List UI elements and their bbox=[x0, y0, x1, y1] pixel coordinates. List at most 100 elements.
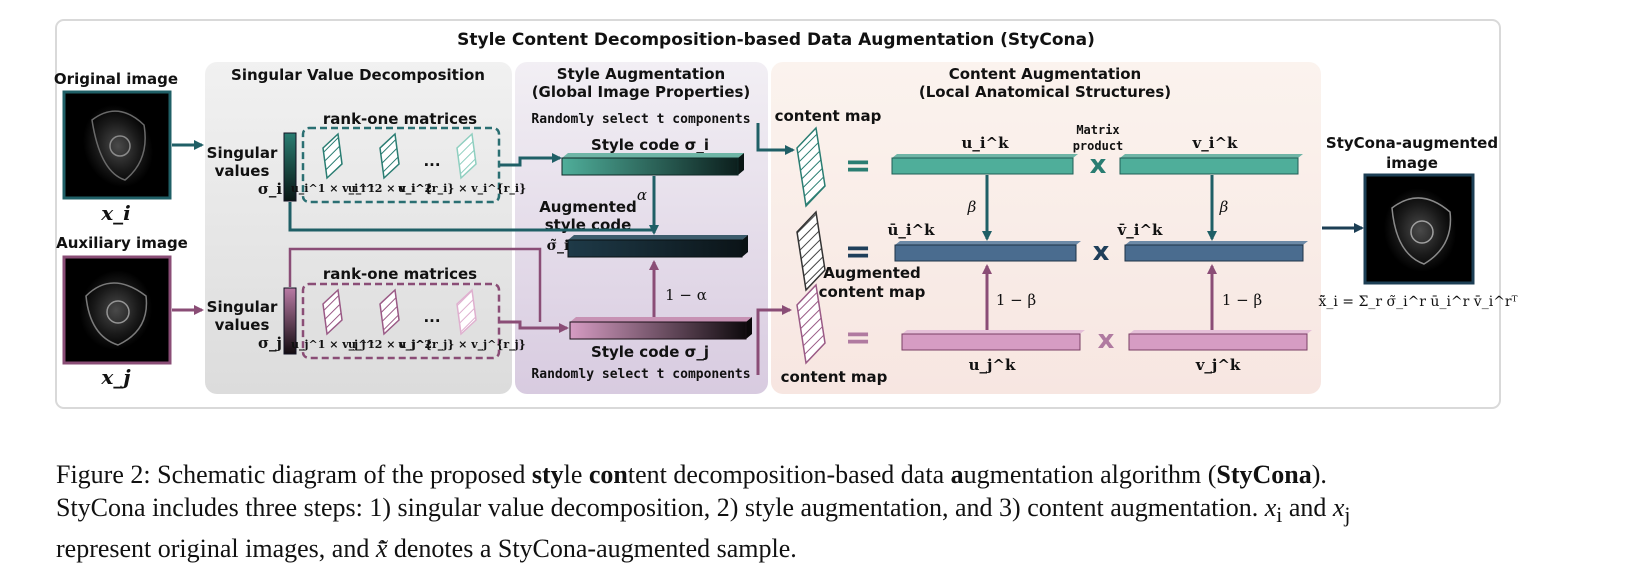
auxiliary-image-label: Auxiliary image bbox=[56, 234, 188, 252]
product-bottom-2: u_j^2 × v_j^2 bbox=[348, 338, 432, 352]
caption-bold-con: con bbox=[588, 460, 628, 489]
u-bar-i-bar bbox=[894, 241, 1081, 262]
arrow-rank-one-bottom-to-style bbox=[500, 320, 569, 333]
rank-one-matrix-bottom-1 bbox=[322, 288, 343, 336]
random-select-top: Randomly select t components bbox=[531, 112, 750, 127]
augmented-style-label-1: Augmented bbox=[539, 198, 637, 216]
singular-values-bottom-2: values bbox=[215, 316, 270, 334]
times-top: x bbox=[1090, 150, 1107, 180]
style-code-i-label: Style code σ_i bbox=[591, 136, 709, 154]
caption-xj: x bbox=[1332, 493, 1345, 522]
u-i-bar bbox=[891, 154, 1078, 175]
style-code-j-bar bbox=[569, 317, 752, 340]
beta-v-label: β bbox=[1219, 198, 1229, 216]
style-code-j-label: Style code σ_j bbox=[591, 343, 709, 361]
singular-values-bar-bottom bbox=[283, 287, 297, 355]
sigma-i-label: σ_i bbox=[258, 180, 283, 198]
caption-text: Figure 2: Schematic diagram of the propo… bbox=[56, 460, 532, 489]
dots-top: ... bbox=[423, 152, 440, 170]
rank-one-bottom-label: rank-one matrices bbox=[323, 265, 477, 283]
original-image-label: Original image bbox=[54, 70, 178, 88]
rank-one-matrix-top-1 bbox=[322, 132, 343, 180]
content-map-top bbox=[796, 126, 826, 208]
caption-xj-sub: j bbox=[1344, 503, 1351, 528]
original-image-var: x_i bbox=[100, 201, 131, 225]
rank-one-matrix-bottom-r bbox=[456, 288, 477, 336]
content-map-bottom-label: content map bbox=[781, 368, 888, 386]
singular-values-bottom-1: Singular bbox=[207, 298, 278, 316]
augmented-sigma-label: σ̃_i bbox=[547, 237, 570, 254]
v-bar-i-bar bbox=[1124, 241, 1308, 262]
v-bar-i-label: v̄_i^k bbox=[1117, 221, 1163, 239]
caption-bold-a: a bbox=[950, 460, 964, 489]
caption-text: and bbox=[1282, 493, 1333, 522]
style-title-1: Style Augmentation bbox=[557, 65, 725, 83]
product-bottom-r: u_j^{r_j} × v_j^{r_j} bbox=[398, 338, 526, 352]
u-bar-i-label: ū_i^k bbox=[887, 221, 935, 239]
content-map-top-label: content map bbox=[775, 107, 882, 125]
caption-text: tent decomposition-based data bbox=[627, 460, 951, 489]
rank-one-bottom-box bbox=[301, 282, 501, 360]
product-top-2: u_i^2 × v_i^2 bbox=[348, 182, 432, 196]
caption-text: denotes a StyCona-augmented sample. bbox=[387, 534, 797, 564]
equals-middle: = bbox=[845, 232, 872, 270]
svd-panel bbox=[205, 62, 512, 394]
product-top-1: u_i^1 × v_i^1 bbox=[291, 182, 375, 196]
rank-one-matrix-top-2 bbox=[379, 132, 400, 180]
beta-u-label: β bbox=[967, 198, 977, 216]
caption-text: represent original images, and bbox=[56, 534, 376, 564]
arrow-to-content-map-bottom bbox=[756, 305, 792, 375]
random-select-bottom: Randomly select t components bbox=[531, 367, 750, 382]
v-i-bar bbox=[1119, 154, 1303, 175]
arrow-rank-one-top-to-style bbox=[500, 153, 562, 167]
caption-bold-stycona: StyCona bbox=[1216, 460, 1312, 489]
singular-values-top-2: values bbox=[215, 162, 270, 180]
u-i-label: u_i^k bbox=[961, 134, 1009, 152]
stycona-diagram: Style Content Decomposition-based Data A… bbox=[54, 19, 1518, 409]
augmented-style-code-bar bbox=[567, 235, 748, 258]
equals-top: = bbox=[845, 146, 872, 184]
content-title-1: Content Augmentation bbox=[949, 65, 1142, 83]
arrow-to-content-map-top bbox=[756, 123, 795, 155]
caption-text: StyCona includes three steps: 1) singula… bbox=[56, 493, 1265, 522]
alpha-label: α bbox=[637, 186, 647, 204]
v-i-label: v_i^k bbox=[1192, 134, 1238, 152]
rank-one-matrix-bottom-2 bbox=[379, 288, 400, 336]
v-j-label: v_j^k bbox=[1195, 356, 1241, 374]
matrix-product-label-1: Matrix bbox=[1076, 123, 1119, 137]
augmented-content-map bbox=[796, 210, 826, 292]
sigma-j-label: σ_j bbox=[258, 334, 282, 352]
style-code-i-bar bbox=[561, 153, 744, 176]
one-minus-alpha-label: 1 − α bbox=[665, 286, 707, 304]
caption-line-2: StyCona includes three steps: 1) singula… bbox=[56, 491, 1576, 532]
augmented-content-label-1: Augmented bbox=[823, 264, 921, 282]
dots-bottom: ... bbox=[423, 308, 440, 326]
u-j-bar bbox=[901, 330, 1085, 351]
rank-one-top-label: rank-one matrices bbox=[323, 110, 477, 128]
caption-bold-sty: sty bbox=[531, 460, 564, 489]
equals-bottom: = bbox=[845, 318, 872, 356]
caption-line-1: Figure 2: Schematic diagram of the propo… bbox=[56, 458, 1576, 491]
caption-x-aug: x̃̄ bbox=[375, 534, 388, 564]
caption-xi-sub: i bbox=[1276, 503, 1283, 528]
one-minus-beta-u-label: 1 − β bbox=[996, 291, 1036, 309]
auxiliary-image bbox=[62, 255, 172, 365]
rank-one-top-box bbox=[301, 126, 501, 204]
output-label-2: image bbox=[1386, 154, 1438, 172]
content-panel bbox=[771, 62, 1321, 394]
singular-values-bar-top bbox=[283, 132, 297, 202]
figure-caption: Figure 2: Schematic diagram of the propo… bbox=[56, 458, 1576, 565]
diagram-title: Style Content Decomposition-based Data A… bbox=[457, 30, 1095, 50]
style-panel bbox=[515, 62, 768, 394]
caption-text: ugmentation algorithm ( bbox=[963, 460, 1217, 489]
singular-values-top-1: Singular bbox=[207, 144, 278, 162]
matrix-product-label-2: product bbox=[1073, 139, 1124, 153]
one-minus-beta-v-label: 1 − β bbox=[1222, 291, 1262, 309]
auxiliary-image-var: x_j bbox=[100, 365, 131, 389]
original-image bbox=[62, 90, 172, 200]
v-j-bar bbox=[1128, 330, 1312, 351]
product-bottom-1: u_j^1 × v_j^1 bbox=[291, 338, 375, 352]
caption-text: le bbox=[563, 460, 589, 489]
content-title-2: (Local Anatomical Structures) bbox=[919, 83, 1171, 101]
augmented-content-label-2: content map bbox=[819, 283, 926, 301]
